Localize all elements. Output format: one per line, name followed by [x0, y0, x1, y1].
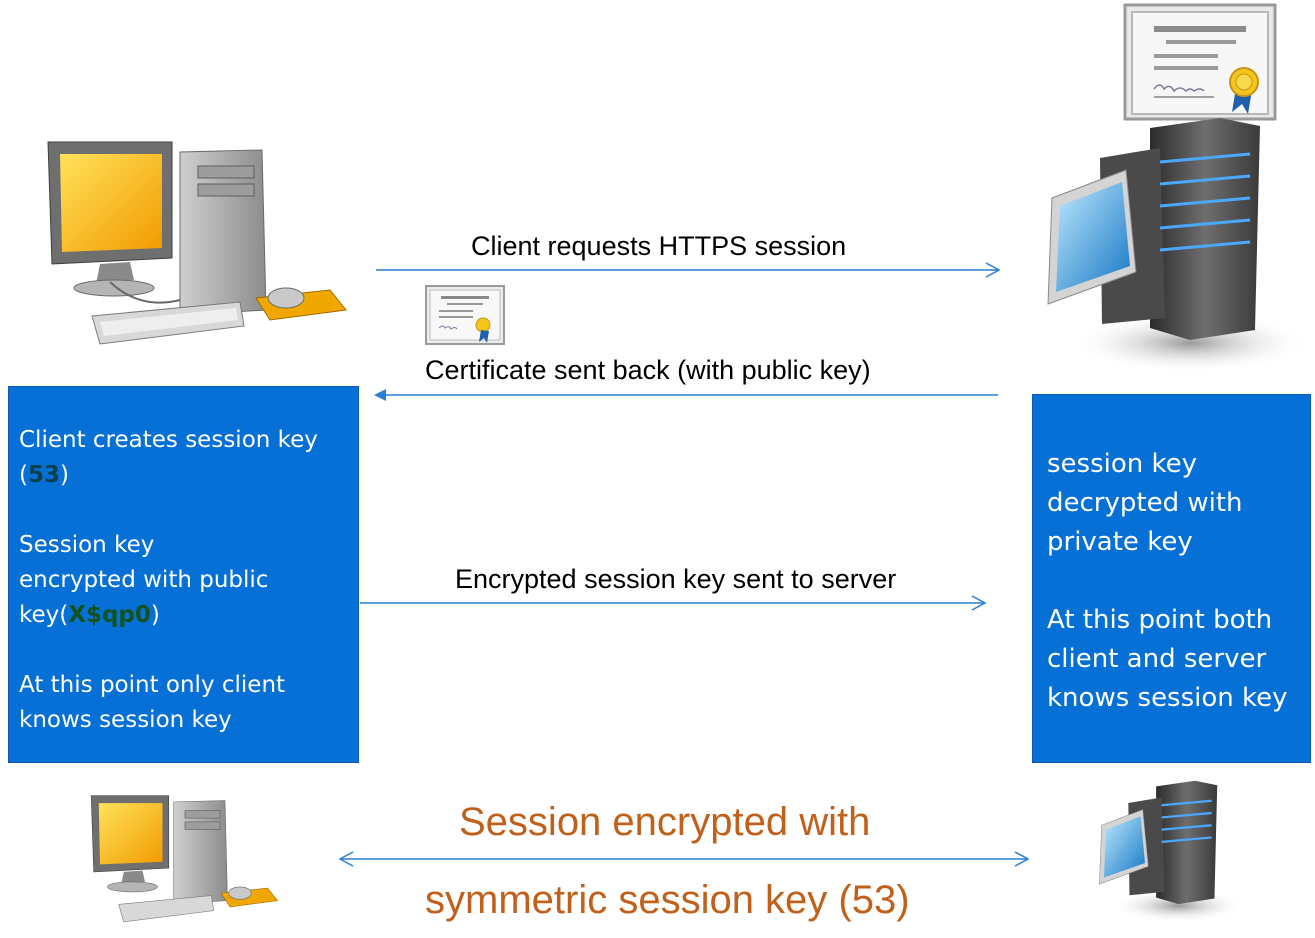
- paren-open: (: [19, 462, 28, 488]
- client-computer-small-icon: [90, 795, 279, 923]
- client-line-6: knows session key: [19, 707, 232, 733]
- client-line-4: key(X$qp0): [19, 598, 358, 633]
- server-line-6: knows session key: [1047, 683, 1288, 713]
- server-line-3: private key: [1047, 527, 1193, 557]
- server-small-icon: [1099, 780, 1245, 923]
- client-info-box: Client creates session key (53) Session …: [8, 386, 359, 763]
- certificate-small-icon: [425, 285, 505, 345]
- session-line-1: Session encrypted with: [459, 800, 871, 844]
- certificate-label: Certificate sent back (with public key): [425, 355, 871, 385]
- encrypted-key-label: Encrypted session key sent to server: [455, 564, 897, 594]
- server-line-1: session key: [1047, 449, 1198, 479]
- client-line-3: encrypted with public: [19, 567, 269, 593]
- certificate-icon: [1123, 3, 1277, 121]
- server-line-4: At this point both: [1047, 605, 1273, 635]
- server-info-box: session key decrypted with private key A…: [1032, 394, 1311, 763]
- key-suffix: ): [150, 602, 160, 628]
- server-line-2: decrypted with: [1047, 488, 1243, 518]
- request-label: Client requests HTTPS session: [471, 231, 847, 261]
- session-key-value: 53: [27, 462, 60, 488]
- encrypted-key-value: X$qp0: [68, 602, 151, 628]
- client-computer-icon: [47, 141, 347, 345]
- server-line-5: client and server: [1047, 644, 1267, 674]
- session-line-2: symmetric session key (53): [425, 878, 910, 922]
- paren-close: ): [60, 462, 69, 488]
- server-icon: [1047, 118, 1310, 373]
- client-line-1: Client creates session key: [19, 427, 318, 453]
- key-prefix: key(: [19, 602, 69, 628]
- client-line-5: At this point only client: [19, 672, 286, 698]
- client-line-2: Session key: [19, 532, 155, 558]
- client-line-key: (53): [19, 458, 358, 493]
